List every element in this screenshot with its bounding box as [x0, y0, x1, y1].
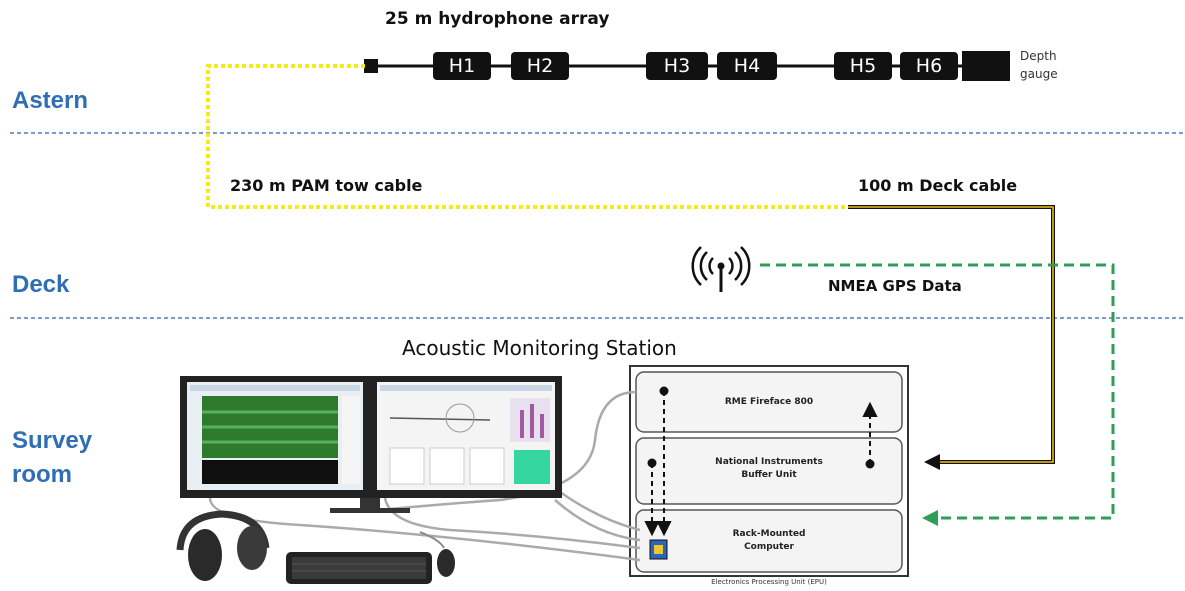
computer-app-icon-inner	[654, 545, 663, 554]
hydrophone-h6: H6	[900, 52, 958, 80]
depth-gauge-box	[962, 51, 1010, 81]
deck-cable-core	[848, 206, 1054, 463]
zone-label-room: room	[12, 461, 72, 488]
epu-unit-rme	[635, 371, 903, 433]
zone-label-survey: Survey	[12, 427, 93, 454]
station-title: Acoustic Monitoring Station	[402, 336, 677, 360]
tow-cable	[206, 64, 848, 209]
gps-antenna-icon	[691, 246, 751, 292]
hydrophone-h3: H3	[646, 52, 708, 80]
epu-unit-buffer-label-line2: Buffer Unit	[741, 470, 797, 480]
hydrophone-h5: H5	[834, 52, 892, 80]
epu-unit-buffer-label: National Instruments Buffer Unit	[636, 456, 902, 482]
monitor-stand	[330, 498, 410, 513]
gps-data-label: NMEA GPS Data	[828, 277, 962, 295]
zone-label-deck: Deck	[12, 271, 70, 298]
headphones-icon	[176, 510, 270, 581]
deck-cable-arrow	[924, 454, 940, 470]
depth-gauge-label: Depth gauge	[1020, 47, 1058, 83]
epu-unit-computer	[635, 509, 903, 573]
array-connector	[364, 59, 378, 73]
hydrophone-h2: H2	[511, 52, 569, 80]
epu-unit-computer-label-line1: Rack-Mounted	[732, 529, 806, 539]
epu-unit-buffer-label-line1: National Instruments	[715, 457, 823, 467]
keyboard-icon	[286, 552, 432, 584]
monitor-left	[180, 376, 370, 498]
hydrophone-h4: H4	[717, 52, 777, 80]
array-title: 25 m hydrophone array	[385, 9, 610, 29]
gps-data-arrow	[922, 510, 938, 526]
depth-gauge-label-line1: Depth	[1020, 49, 1057, 63]
hydrophone-h1: H1	[433, 52, 491, 80]
epu-unit-computer-label: Rack-Mounted Computer	[636, 528, 902, 554]
mouse-icon	[419, 531, 455, 577]
depth-gauge-label-line2: gauge	[1020, 67, 1058, 81]
epu-caption: Electronics Processing Unit (EPU)	[711, 578, 827, 586]
station-cables	[208, 390, 641, 562]
epu-unit-rme-label: RME Fireface 800	[724, 397, 814, 407]
epu-internal-arrows	[644, 386, 878, 537]
zone-label-astern: Astern	[12, 87, 89, 114]
epu-unit-buffer	[635, 437, 903, 505]
tow-cable-label: 230 m PAM tow cable	[230, 176, 423, 195]
monitor-right	[370, 376, 562, 498]
epu-unit-computer-label-line2: Computer	[744, 542, 794, 552]
deck-cable-label: 100 m Deck cable	[858, 176, 1018, 195]
gps-data-line	[760, 263, 1115, 520]
